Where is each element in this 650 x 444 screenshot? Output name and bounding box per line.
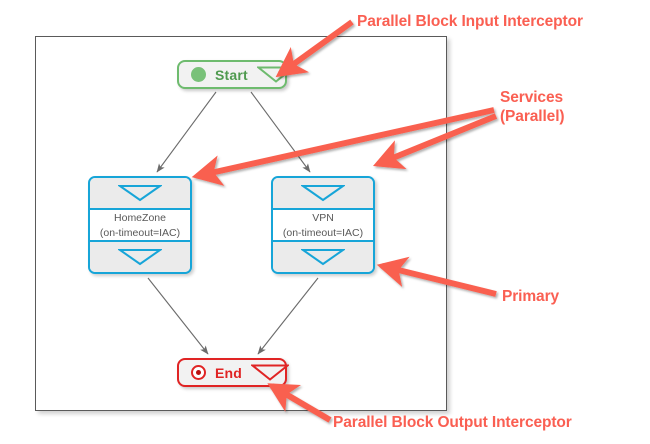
annotation-label-primary: Primary [502,288,560,305]
homezone-body: HomeZone (on-timeout=IAC) [90,210,190,240]
start-interceptor-triangle-down-icon[interactable] [256,66,295,83]
triangle-down-icon [301,249,345,266]
homezone-option: (on-timeout=IAC) [99,226,181,239]
node-start[interactable]: Start [177,60,295,89]
end-bullseye-circle-icon [191,365,206,380]
triangle-down-icon [301,185,345,202]
node-end[interactable]: End [177,358,290,387]
triangle-down-icon [118,249,162,266]
vpn-input-interceptor[interactable] [273,178,373,210]
vpn-body: VPN (on-timeout=IAC) [273,210,373,240]
homezone-input-interceptor[interactable] [90,178,190,210]
vpn-output-interceptor[interactable] [273,240,373,272]
homezone-output-interceptor[interactable] [90,240,190,272]
annotation-label-services: Services (Parallel) [500,89,565,125]
end-interceptor-triangle-down-icon[interactable] [251,364,290,381]
start-label: Start [215,66,248,83]
vpn-name: VPN [312,211,334,224]
start-circle-icon [191,67,206,82]
triangle-down-icon [118,185,162,202]
end-label: End [215,364,243,381]
homezone-name: HomeZone [114,211,166,224]
annotation-label-output-interceptor: Parallel Block Output Interceptor [333,414,572,431]
node-service-homezone[interactable]: HomeZone (on-timeout=IAC) [88,176,192,274]
annotation-label-input-interceptor: Parallel Block Input Interceptor [357,13,583,30]
node-service-vpn[interactable]: VPN (on-timeout=IAC) [271,176,375,274]
vpn-option: (on-timeout=IAC) [282,226,364,239]
